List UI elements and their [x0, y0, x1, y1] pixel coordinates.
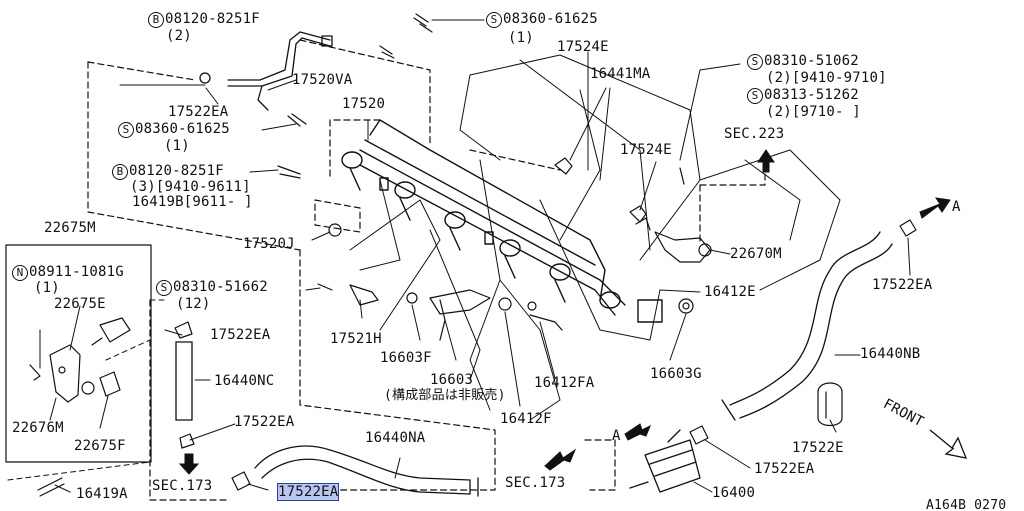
label-22670m[interactable]: 22670M [730, 246, 782, 262]
fuel-filter-16400 [629, 429, 701, 493]
label-17522ea-c[interactable]: 17522EA [234, 414, 295, 430]
label-22675m[interactable]: 22675M [44, 220, 96, 236]
label-16412e[interactable]: 16412E [704, 284, 756, 300]
label-17522e[interactable]: 17522E [792, 440, 844, 456]
label-17524e-mid[interactable]: 17524E [620, 142, 672, 158]
screw-circle-icon: S [118, 122, 134, 138]
label-17520j[interactable]: 17520J [243, 236, 295, 252]
bolt-circle-icon: B [112, 164, 128, 180]
label-22675e[interactable]: 22675E [54, 296, 106, 312]
qty-08120-8251f-mid: (3)[9410-9611] [130, 179, 251, 195]
label-16440na[interactable]: 16440NA [365, 430, 426, 446]
label-17522ea-b[interactable]: 17522EA [210, 327, 271, 343]
label-16440nb[interactable]: 16440NB [860, 346, 921, 362]
label-16419b[interactable]: 16419B[9611- ] [132, 194, 253, 210]
label-17522ea-e[interactable]: 17522EA [754, 461, 815, 477]
label-17522ea-a[interactable]: 17522EA [168, 104, 229, 120]
label-16412fa[interactable]: 16412FA [534, 375, 595, 391]
arrow-a-top-label: A [952, 199, 961, 215]
label-22676m[interactable]: 22676M [12, 420, 64, 436]
qty-08360-61625-top: (1) [508, 30, 534, 46]
screw-circle-icon: S [156, 280, 172, 296]
label-16441ma[interactable]: 16441MA [590, 66, 651, 82]
label-17520[interactable]: 17520 [342, 96, 386, 112]
sec-223-link[interactable]: SEC.223 [724, 126, 785, 142]
label-17520va[interactable]: 17520VA [292, 72, 353, 88]
fuel-rail [341, 119, 663, 323]
note-not-sold: (構成部品は非販売) [384, 388, 506, 403]
qty-08313-51262: (2)[9710- ] [766, 104, 861, 120]
sec-173-left-link[interactable]: SEC.173 [152, 478, 213, 494]
label-16400[interactable]: 16400 [712, 485, 756, 501]
leader-lines [39, 19, 911, 493]
diagram-code: A164B 0270 [926, 498, 1007, 511]
pressure-sensor-bracket [29, 317, 131, 403]
qty-08310-51662: (12) [176, 296, 211, 312]
label-16419a[interactable]: 16419A [76, 486, 128, 502]
label-16440nc[interactable]: 16440NC [214, 373, 275, 389]
inset-box [5, 244, 152, 463]
label-16412f[interactable]: 16412F [500, 411, 552, 427]
qty-08360-61625-mid: (1) [164, 138, 190, 154]
label-16603f[interactable]: 16603F [380, 350, 432, 366]
bolts [37, 13, 685, 497]
clamp-17522e [817, 382, 843, 427]
hose-16440nc [175, 341, 193, 421]
sec-173-right-link[interactable]: SEC.173 [505, 475, 566, 491]
bolt-circle-icon: B [148, 12, 164, 28]
hose-16440nb [721, 231, 893, 421]
arrow-a-bottom-label: A [612, 428, 621, 444]
label-16603[interactable]: 16603 [430, 372, 474, 388]
pipe-17520va [199, 31, 333, 111]
qty-08120-8251f-top: (2) [166, 28, 192, 44]
nut-circle-icon: N [12, 265, 28, 281]
front-arrow [929, 429, 968, 459]
screw-circle-icon: S [486, 12, 502, 28]
inset-dashes [7, 299, 166, 481]
label-17522ea-highlighted[interactable]: 17522EA [276, 483, 340, 501]
direction-arrows [178, 149, 951, 475]
label-17522ea-d[interactable]: 17522EA [872, 277, 933, 293]
label-17524e-top[interactable]: 17524E [557, 39, 609, 55]
screw-circle-icon: S [747, 54, 763, 70]
clamps [174, 157, 917, 491]
hose-16440na [254, 445, 479, 497]
screw-circle-icon: S [747, 88, 763, 104]
qty-08911-1081g: (1) [34, 280, 60, 296]
injector-parts [328, 223, 694, 341]
qty-08310-51062: (2)[9410-9710] [766, 70, 887, 86]
label-22675f[interactable]: 22675F [74, 438, 126, 454]
label-17521h[interactable]: 17521H [330, 331, 382, 347]
label-16603g[interactable]: 16603G [650, 366, 702, 382]
